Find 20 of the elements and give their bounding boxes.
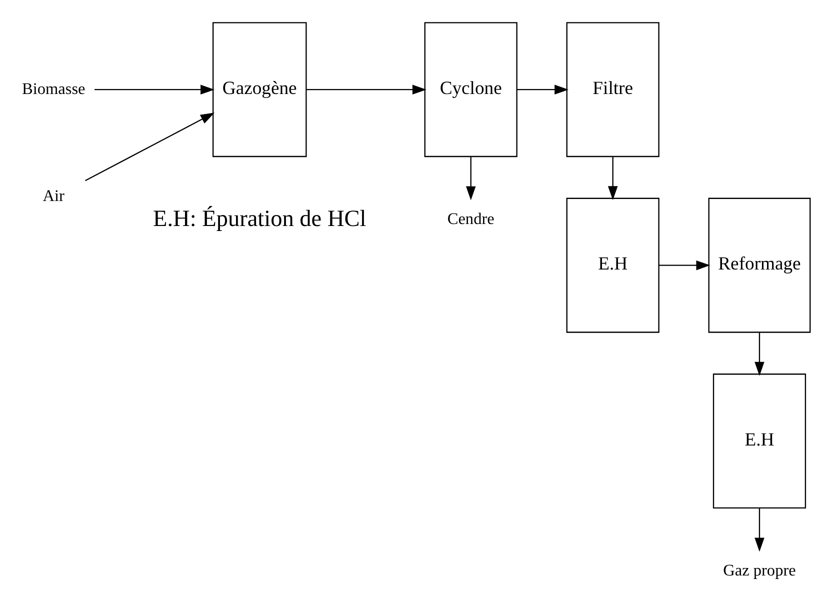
arrow — [94, 84, 215, 94]
arrow — [754, 508, 764, 552]
arrow — [306, 84, 426, 94]
arrow — [608, 156, 618, 200]
node-text: Cendre — [447, 209, 494, 228]
node-text: Biomasse — [22, 78, 86, 98]
node-box: Gazogène — [212, 22, 307, 158]
arrow — [658, 260, 710, 270]
arrow — [754, 332, 764, 376]
node-box: Reformage — [708, 198, 811, 333]
arrow — [466, 156, 476, 200]
node-text: Gaz propre — [723, 560, 796, 580]
arrow — [85, 112, 215, 182]
node-box: E.H — [712, 374, 806, 509]
node-text: Air — [42, 186, 64, 205]
label: E.H: Épuration de HCl — [153, 206, 366, 232]
arrow — [516, 84, 569, 94]
node-box: E.H — [566, 198, 660, 333]
node-box: Cyclone — [424, 22, 518, 158]
node-box: Filtre — [566, 22, 660, 158]
